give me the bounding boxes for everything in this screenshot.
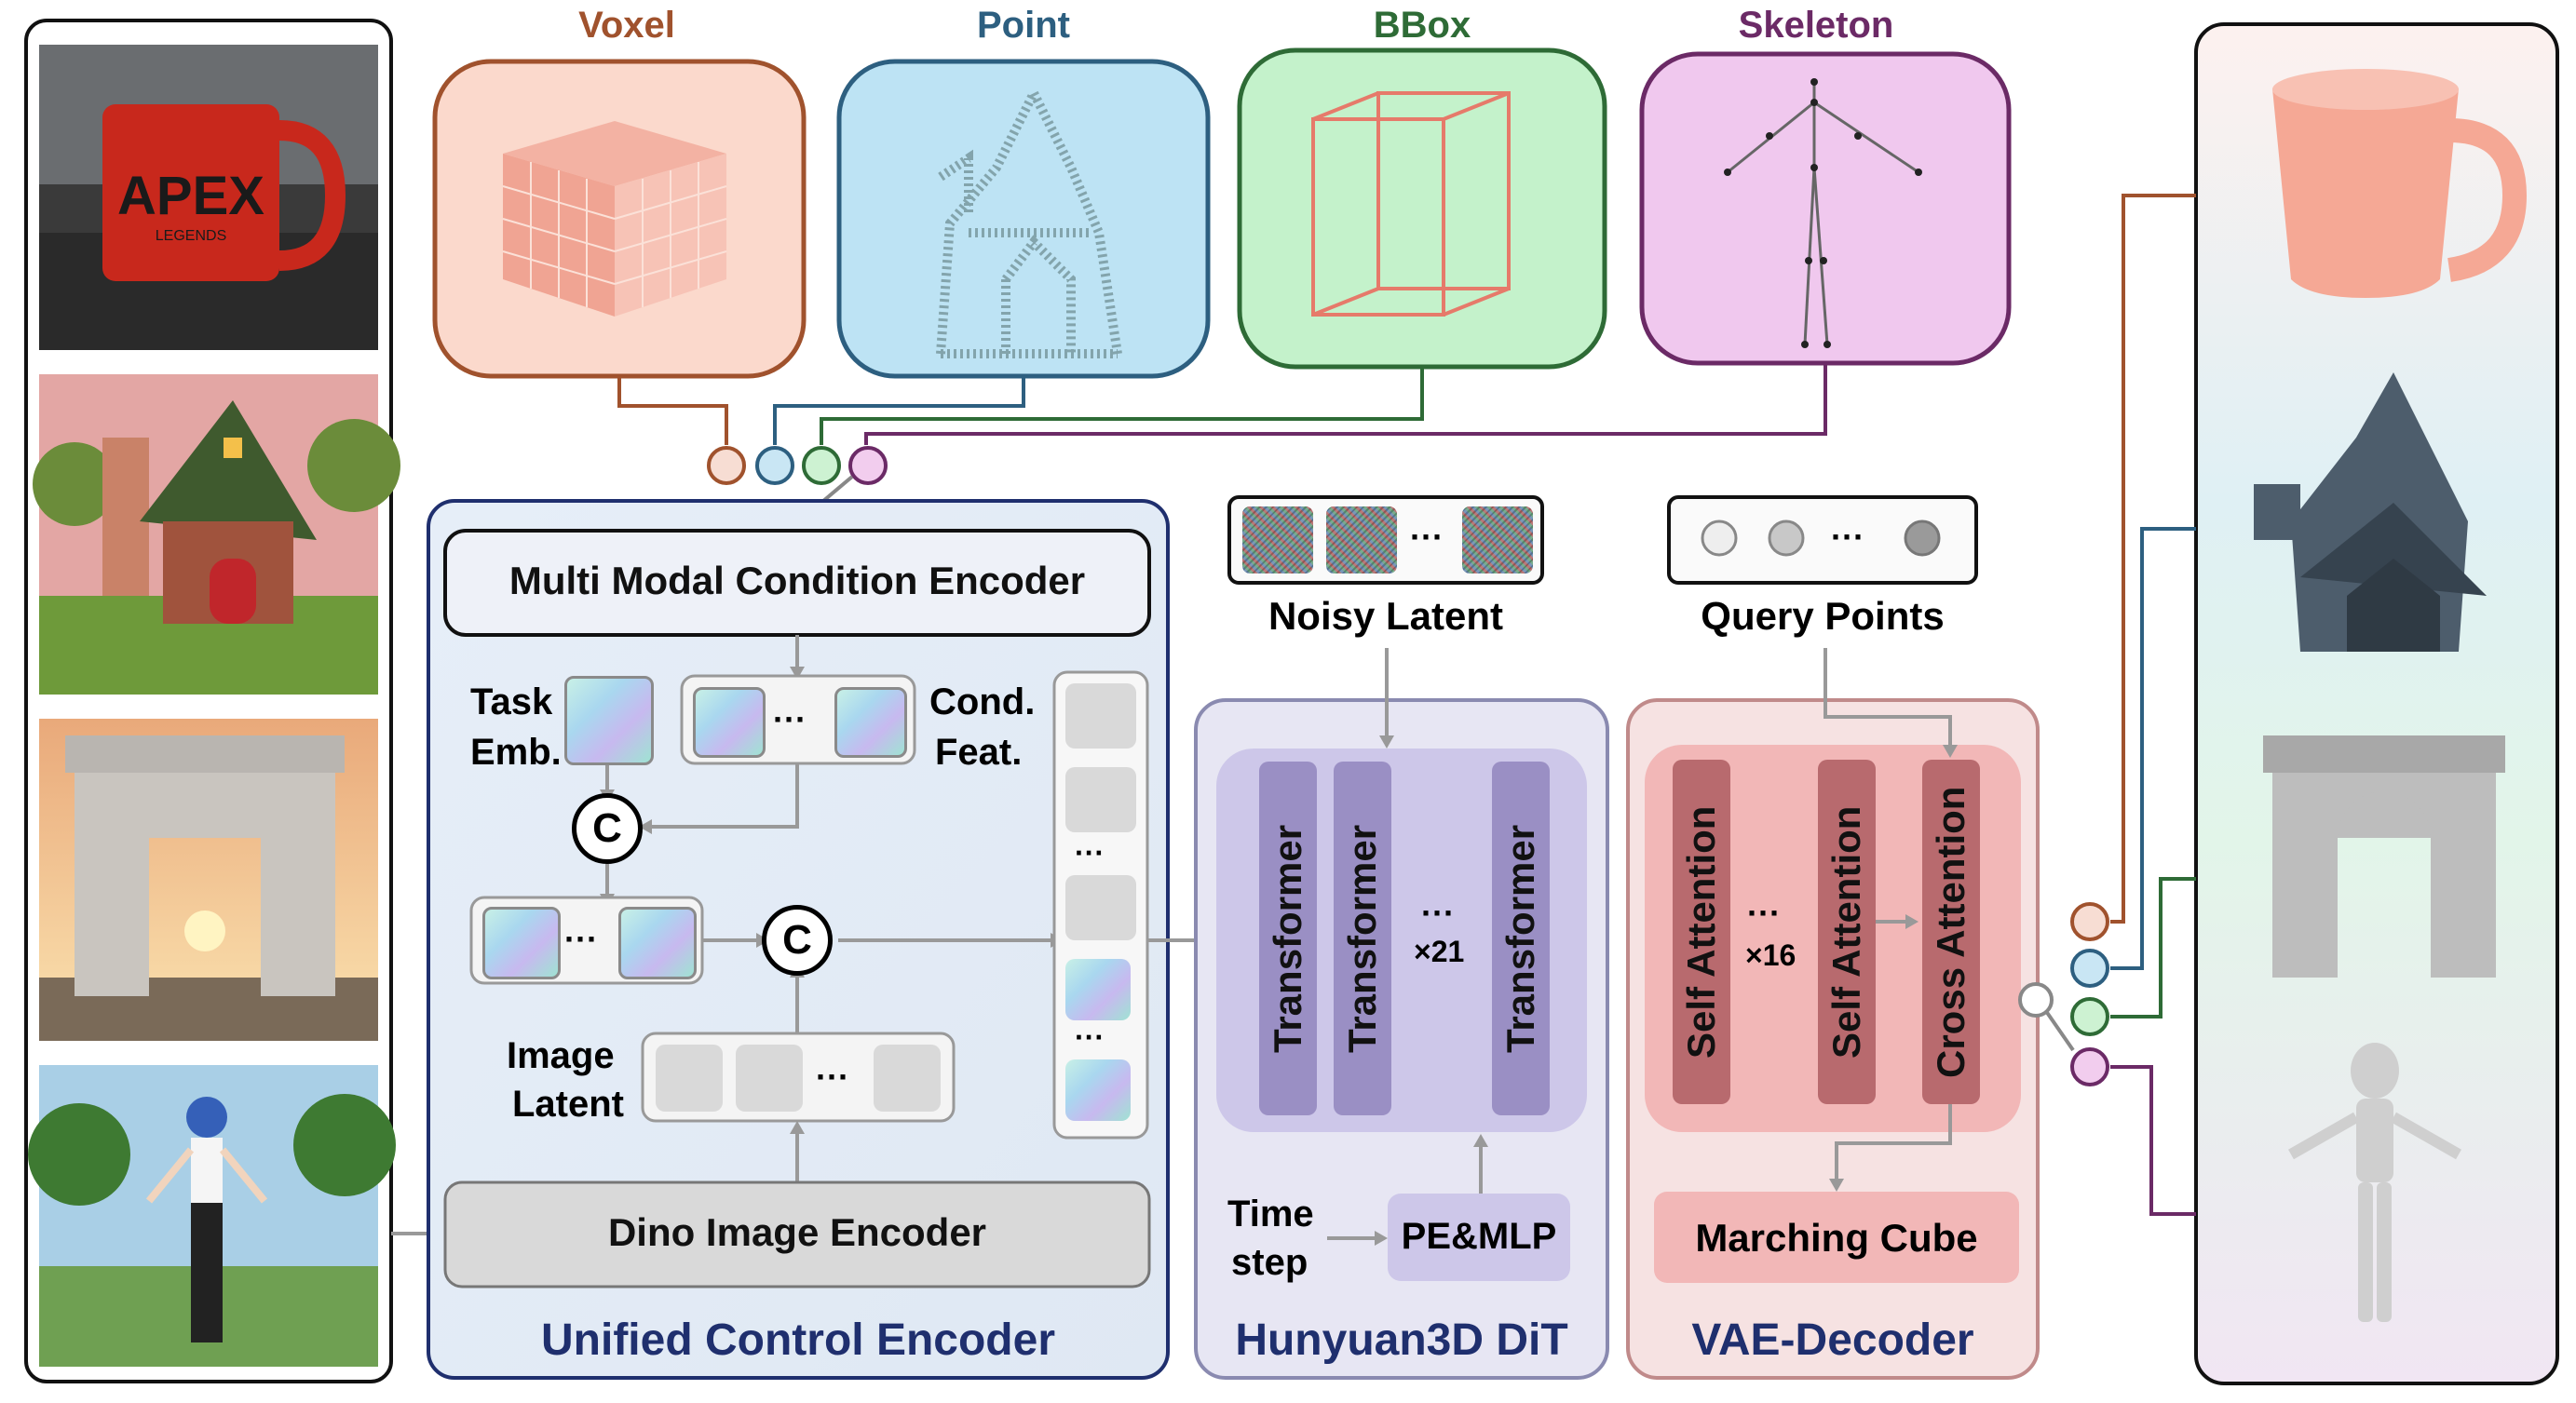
image-latent-token-1 — [656, 1045, 723, 1112]
cross-attention-block: Cross Attention — [1922, 760, 1980, 1104]
point-box — [836, 59, 1211, 379]
output-bbox-connector — [2110, 877, 2196, 1019]
output-switch-node — [2018, 982, 2054, 1018]
transformer-block-2: Transformer — [1334, 762, 1391, 1115]
image-latent-token-3 — [874, 1045, 941, 1112]
noisy-latent-token-3 — [1462, 506, 1533, 573]
marching-cube-box — [1654, 1192, 2019, 1283]
output-character-mesh — [2288, 1043, 2461, 1322]
cond-feat-token-1 — [693, 687, 766, 758]
multi-modal-encoder-label: Multi Modal Condition Encoder — [508, 559, 1086, 602]
dino-encoder-label: Dino Image Encoder — [607, 1210, 987, 1254]
noisy-latent-token-1 — [1242, 506, 1313, 573]
point-node — [755, 446, 794, 485]
voxel-label: Voxel — [578, 5, 675, 46]
noisy-latent-token-2 — [1326, 506, 1397, 573]
point-label: Point — [977, 5, 1070, 46]
dino-encoder-box — [443, 1180, 1151, 1288]
input-image-arch — [39, 719, 378, 1041]
output-point-node — [2070, 949, 2109, 988]
bbox-label: BBox — [1374, 5, 1471, 46]
merged-token-2 — [618, 907, 697, 979]
merged-token-1 — [482, 907, 561, 979]
concat-operator-top: C — [572, 793, 643, 864]
skeleton-label: Skeleton — [1739, 5, 1894, 46]
pe-mlp-label: PE&MLP — [1401, 1216, 1557, 1257]
input-image-mug: APEX LEGENDS — [39, 45, 378, 350]
image-latent-token-2 — [736, 1045, 803, 1112]
cond-column-ellipsis-2: ··· — [1075, 1020, 1105, 1054]
cond-feat-label-1: Cond. — [929, 681, 1036, 722]
input-images-panel — [24, 19, 393, 1383]
attention-ellipsis: ··· — [1747, 894, 1781, 932]
query-point-dots — [1701, 519, 1941, 557]
query-points-label: Query Points — [1701, 594, 1945, 638]
bbox-box — [1237, 47, 1607, 370]
image-latent-label-2: Latent — [512, 1084, 624, 1125]
skeleton-node — [848, 446, 888, 485]
concat-operator-bottom: C — [762, 905, 833, 976]
voxel-connector — [617, 376, 728, 445]
transformer-block-1: Transformer — [1259, 762, 1317, 1115]
pe-mlp-box — [1388, 1194, 1570, 1281]
image-latent-ellipsis: ··· — [816, 1058, 849, 1096]
vae-decoder-title: VAE-Decoder — [1691, 1315, 1974, 1365]
cond-column-ellipsis-1: ··· — [1075, 836, 1105, 870]
cond-feat-label-2: Feat. — [935, 732, 1023, 773]
output-panel — [2194, 22, 2559, 1385]
cond-column-token-2 — [1065, 767, 1136, 832]
merged-ellipsis: ··· — [564, 920, 598, 958]
output-voxel-connector — [2110, 194, 2196, 924]
cond-column-token-1 — [1065, 683, 1136, 749]
noisy-latent-label: Noisy Latent — [1268, 594, 1504, 638]
voxel-box — [432, 59, 807, 379]
cond-column-token-3 — [1065, 875, 1136, 940]
input-image-character — [28, 1065, 396, 1367]
task-embedding — [564, 676, 654, 765]
bbox-node — [802, 446, 841, 485]
mug-sub-text: LEGENDS — [156, 228, 226, 244]
output-bbox-node — [2070, 997, 2109, 1036]
cond-feat-ellipsis: ··· — [773, 700, 807, 738]
output-mug-mesh — [2272, 69, 2528, 298]
output-skeleton-connector — [2110, 1065, 2196, 1216]
attention-repeat: ×16 — [1745, 938, 1796, 972]
task-emb-label-2: Emb. — [470, 732, 562, 773]
input-image-house — [33, 374, 400, 695]
transformer-repeat: ×21 — [1414, 935, 1465, 968]
output-house-mesh — [2254, 372, 2487, 652]
timestep-label-1: Time — [1227, 1194, 1314, 1234]
cond-feat-token-2 — [834, 687, 907, 758]
hunyuan-dit-title: Hunyuan3D DiT — [1235, 1315, 1568, 1365]
skeleton-connector — [864, 363, 1827, 445]
image-latent-label-1: Image — [507, 1035, 615, 1076]
noisy-latent-ellipsis: ··· — [1410, 518, 1444, 556]
marching-cube-label: Marching Cube — [1695, 1216, 1978, 1260]
self-attention-block-2: Self Attention — [1818, 760, 1876, 1104]
query-points-ellipsis: ··· — [1831, 518, 1864, 556]
transformer-ellipsis: ··· — [1421, 894, 1455, 932]
output-voxel-node — [2070, 902, 2109, 941]
point-connector — [773, 376, 1025, 445]
query-points-strip — [1667, 495, 1978, 585]
cond-column-token-5 — [1065, 1059, 1131, 1121]
bbox-connector — [820, 367, 1424, 445]
self-attention-block-1: Self Attention — [1673, 760, 1730, 1104]
voxel-node — [707, 446, 746, 485]
cond-column-token-4 — [1065, 959, 1131, 1020]
output-skeleton-node — [2070, 1047, 2109, 1086]
mug-brand-text: APEX — [117, 166, 264, 226]
task-emb-label-1: Task — [470, 681, 553, 722]
timestep-label-2: step — [1231, 1242, 1308, 1283]
output-arch-mesh — [2263, 735, 2505, 978]
output-point-connector — [2110, 527, 2196, 970]
unified-control-encoder-title: Unified Control Encoder — [541, 1315, 1055, 1365]
skeleton-box — [1639, 51, 2012, 366]
transformer-block-3: Transformer — [1492, 762, 1550, 1115]
